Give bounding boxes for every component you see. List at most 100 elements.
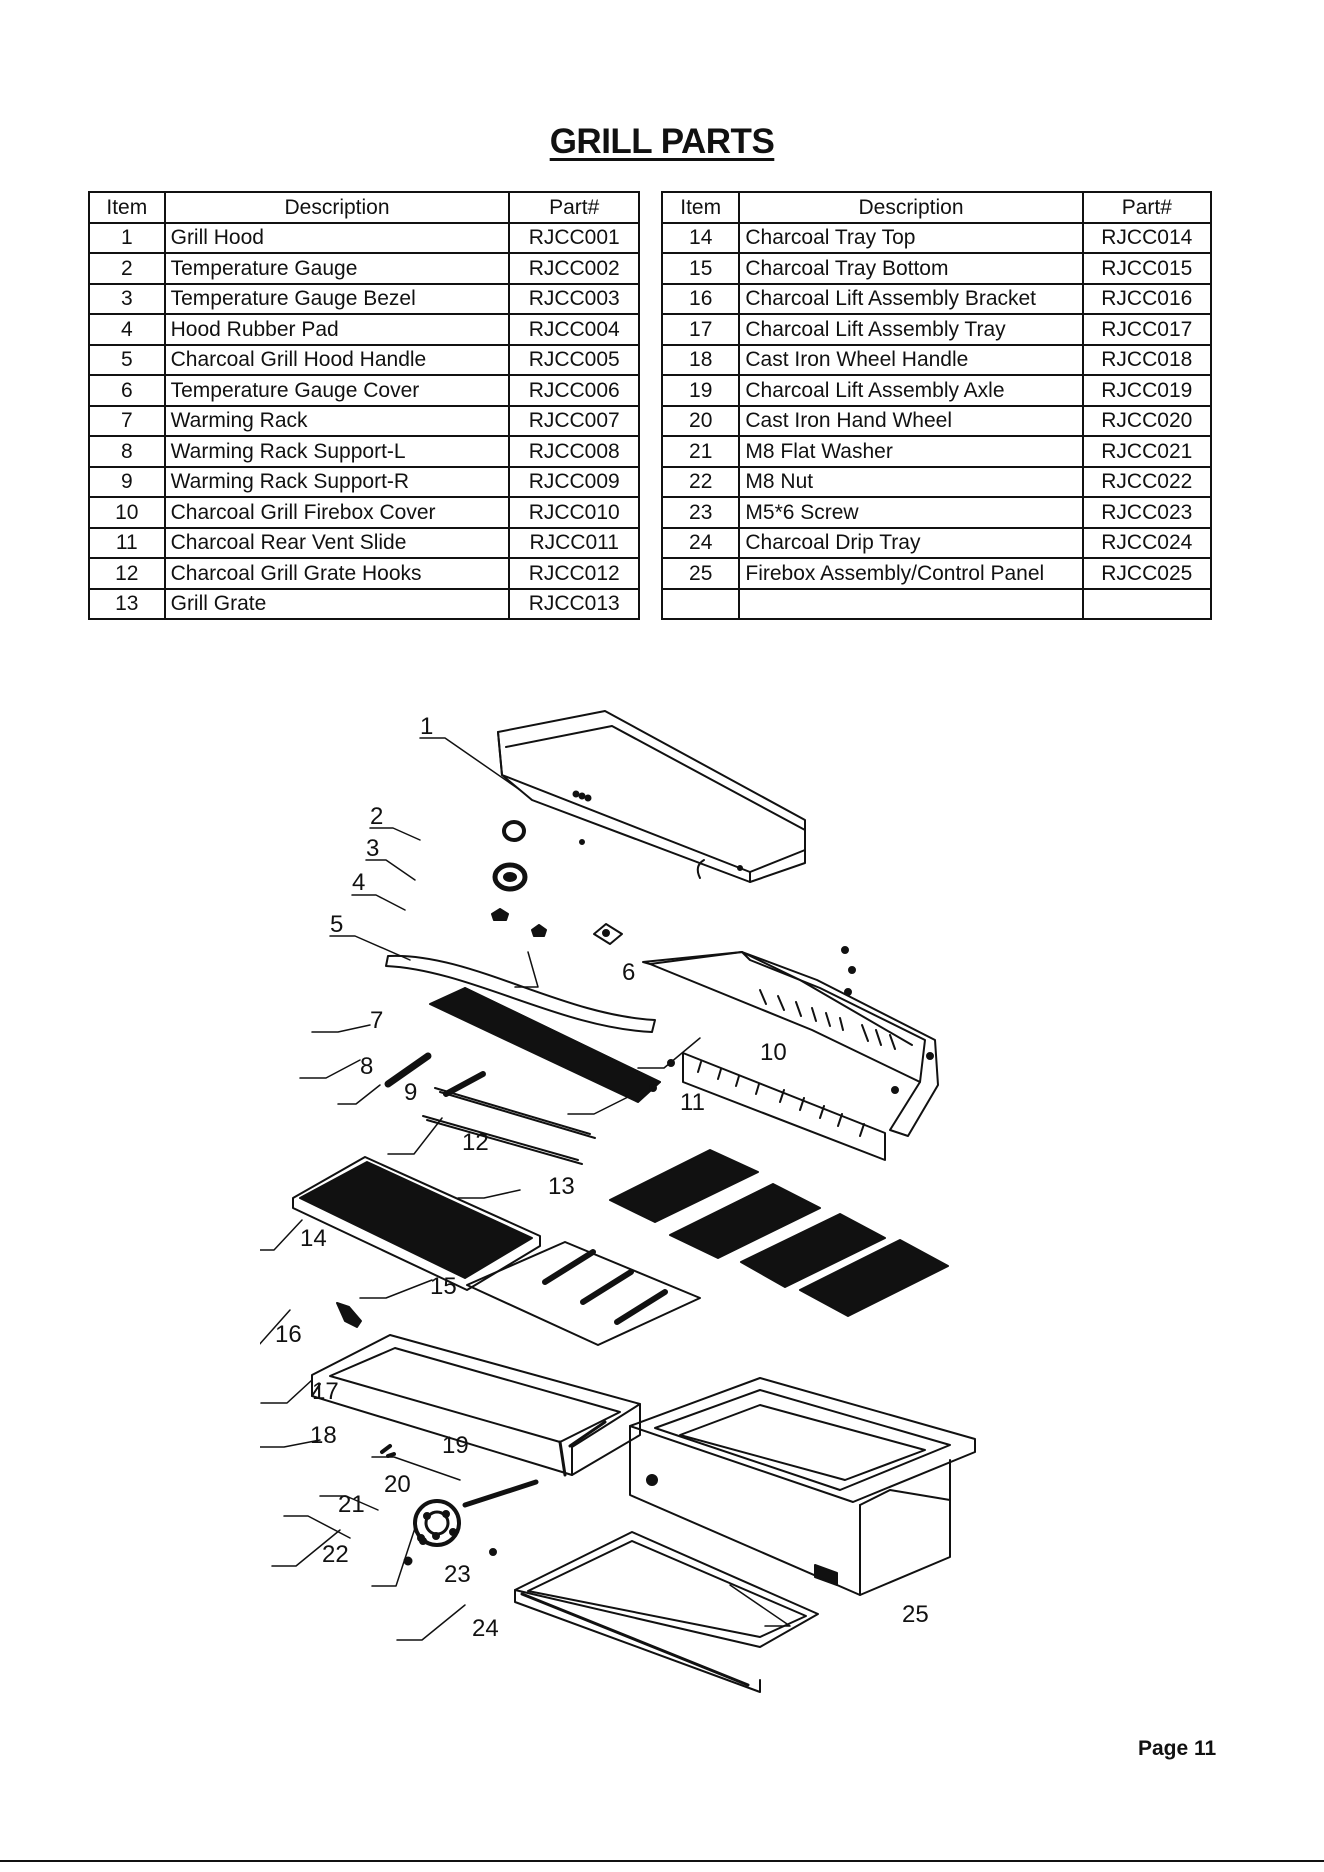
part-number-cell: RJCC001 xyxy=(508,221,640,254)
item-cell: 24 xyxy=(660,526,741,559)
part-number-cell: RJCC022 xyxy=(1081,465,1213,498)
header-item: Item xyxy=(660,191,741,224)
description-cell: M5*6 Screw xyxy=(738,496,1084,529)
description-cell: Charcoal Tray Bottom xyxy=(738,252,1084,285)
description-cell: Warming Rack Support-L xyxy=(163,435,511,468)
lift-tray-drawing xyxy=(311,1334,641,1477)
description-cell: Cast Iron Wheel Handle xyxy=(738,343,1084,376)
callout-4: 4 xyxy=(352,869,365,896)
part-number-cell: RJCC016 xyxy=(1081,282,1213,315)
part-number-cell: RJCC021 xyxy=(1081,435,1213,468)
charcoal-tray-bottom-drawing xyxy=(466,1241,701,1346)
description-cell: Charcoal Tray Top xyxy=(738,221,1084,254)
part-number-cell: RJCC007 xyxy=(508,404,640,437)
exploded-parts-diagram: 1 2 3 4 5 6 7 8 9 10 11 12 13 14 15 16 1… xyxy=(260,710,976,1693)
callout-9: 9 xyxy=(404,1079,417,1106)
description-cell: Hood Rubber Pad xyxy=(163,313,511,346)
description-cell: M8 Flat Washer xyxy=(738,435,1084,468)
item-cell: 16 xyxy=(660,282,741,315)
callout-2: 2 xyxy=(370,803,383,830)
callout-8: 8 xyxy=(360,1053,373,1080)
item-cell: 19 xyxy=(660,374,741,407)
item-cell: 12 xyxy=(88,557,166,590)
callout-7: 7 xyxy=(370,1007,383,1034)
description-cell: Grill Grate xyxy=(163,587,511,620)
callout-16: 16 xyxy=(275,1321,302,1348)
item-cell xyxy=(660,587,741,620)
part-number-cell: RJCC013 xyxy=(508,587,640,620)
description-cell: Warming Rack xyxy=(163,404,511,437)
callout-19: 19 xyxy=(442,1432,469,1459)
callout-5: 5 xyxy=(330,911,343,938)
header-description: Description xyxy=(163,191,511,224)
item-cell: 11 xyxy=(88,526,166,559)
callout-10: 10 xyxy=(760,1039,787,1066)
item-cell: 4 xyxy=(88,313,166,346)
item-cell: 8 xyxy=(88,435,166,468)
part-number-cell: RJCC025 xyxy=(1081,557,1213,590)
callout-22: 22 xyxy=(322,1541,349,1568)
description-cell: Firebox Assembly/Control Panel xyxy=(738,557,1084,590)
item-cell: 20 xyxy=(660,404,741,437)
header-item: Item xyxy=(88,191,166,224)
part-number-cell: RJCC010 xyxy=(508,496,640,529)
description-cell: Temperature Gauge xyxy=(163,252,511,285)
part-number-cell: RJCC003 xyxy=(508,282,640,315)
callout-13: 13 xyxy=(548,1173,575,1200)
callout-23: 23 xyxy=(444,1561,471,1588)
item-cell: 10 xyxy=(88,496,166,529)
description-cell: Grill Hood xyxy=(163,221,511,254)
callout-21: 21 xyxy=(338,1491,365,1518)
callout-24: 24 xyxy=(472,1615,499,1642)
callout-leaders xyxy=(260,737,791,1641)
part-number-cell: RJCC024 xyxy=(1081,526,1213,559)
grill-grates-drawing xyxy=(609,1149,949,1317)
item-cell: 13 xyxy=(88,587,166,620)
item-cell: 6 xyxy=(88,374,166,407)
item-cell: 17 xyxy=(660,313,741,346)
item-cell: 2 xyxy=(88,252,166,285)
part-number-cell: RJCC014 xyxy=(1081,221,1213,254)
callout-11: 11 xyxy=(680,1089,705,1116)
description-cell: Charcoal Lift Assembly Tray xyxy=(738,313,1084,346)
part-number-cell: RJCC009 xyxy=(508,465,640,498)
callout-20: 20 xyxy=(384,1471,411,1498)
description-cell: Temperature Gauge Bezel xyxy=(163,282,511,315)
charcoal-tray-top-drawing xyxy=(292,1156,541,1291)
part-number-cell: RJCC008 xyxy=(508,435,640,468)
item-cell: 21 xyxy=(660,435,741,468)
part-number-cell: RJCC005 xyxy=(508,343,640,376)
description-cell: Charcoal Grill Hood Handle xyxy=(163,343,511,376)
description-cell: Charcoal Grill Grate Hooks xyxy=(163,557,511,590)
part-number-cell: RJCC002 xyxy=(508,252,640,285)
part-number-cell: RJCC012 xyxy=(508,557,640,590)
bottom-rule xyxy=(0,1860,1324,1862)
callout-3: 3 xyxy=(366,835,379,862)
callout-labels: 1 2 3 4 5 6 7 8 9 10 11 12 13 14 15 16 1… xyxy=(275,713,929,1642)
warming-rack-drawing xyxy=(429,987,661,1103)
description-cell: Charcoal Lift Assembly Bracket xyxy=(738,282,1084,315)
item-cell: 18 xyxy=(660,343,741,376)
description-cell xyxy=(738,587,1084,620)
item-cell: 5 xyxy=(88,343,166,376)
